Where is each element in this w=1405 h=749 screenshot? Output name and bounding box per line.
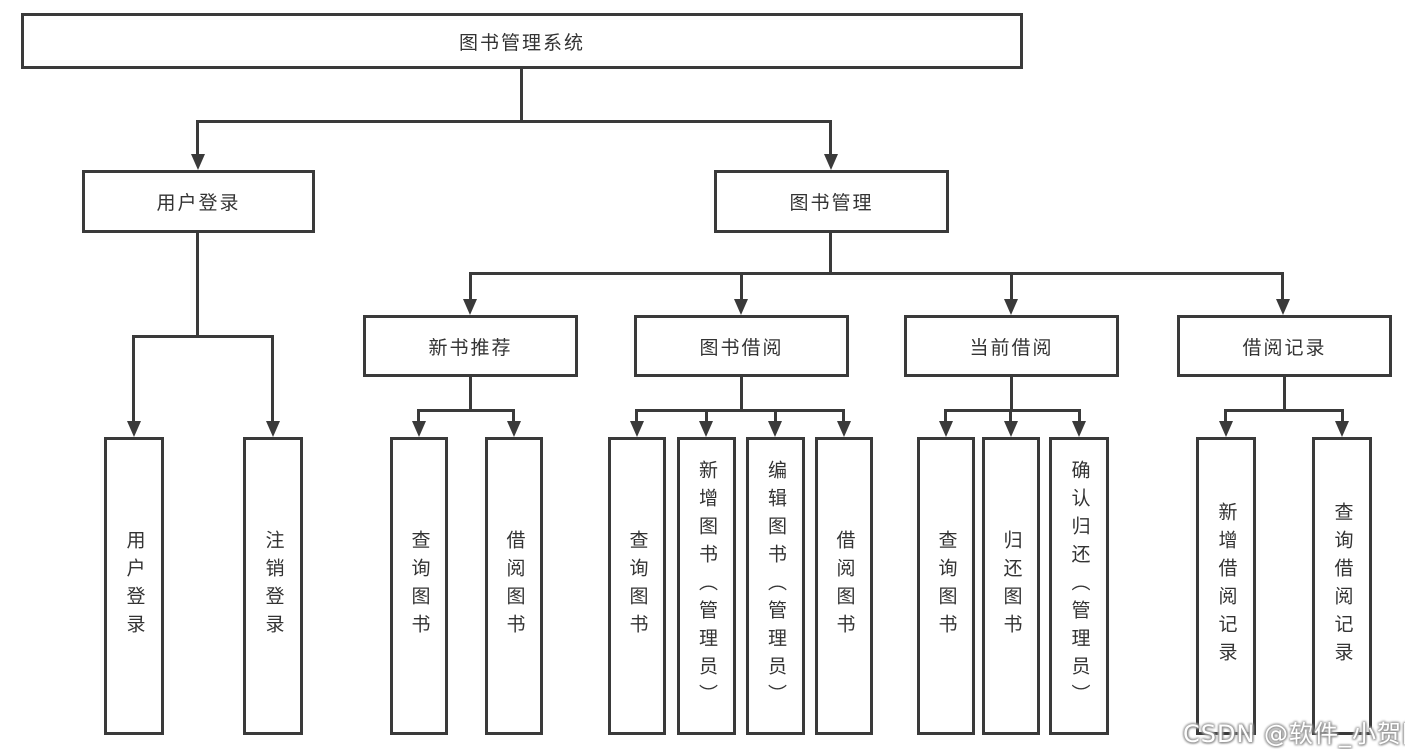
leaf-query-books-recommend: 查询图书 [390, 437, 448, 735]
node-label: 图书管理 [789, 192, 874, 214]
connector-line [196, 120, 199, 154]
leaf-return-books: 归还图书 [982, 437, 1040, 735]
connector-line [1078, 409, 1081, 421]
node-label: 图书借阅 [699, 336, 784, 359]
connector-line [705, 409, 708, 421]
connector-line [1225, 409, 1343, 412]
leaf-query-books-current: 查询图书 [917, 437, 975, 735]
arrowhead [191, 154, 205, 170]
connector-line [469, 272, 472, 299]
connector-line [418, 409, 515, 412]
connector-line [132, 335, 135, 421]
connector-line [197, 120, 831, 123]
node-label: 借阅记录 [1242, 336, 1327, 359]
connector-line [635, 409, 638, 421]
connector-line [1341, 409, 1344, 421]
node-label: 归还图书 [1000, 530, 1023, 642]
node-label: 注销登录 [262, 530, 285, 642]
arrowhead [837, 421, 851, 437]
connector-line [1224, 409, 1227, 421]
node-label: 查询图书 [408, 530, 431, 642]
connector-line [469, 272, 1284, 275]
connector-line [636, 409, 844, 412]
connector-line [1009, 409, 1012, 421]
node-user-login-branch: 用户登录 [82, 170, 315, 233]
leaf-query-borrow-record: 查询借阅记录 [1312, 437, 1372, 735]
connector-line [829, 120, 832, 154]
connector-line [196, 233, 199, 335]
arrowhead [699, 421, 713, 437]
arrowhead [1004, 299, 1018, 315]
connector-line [829, 233, 832, 272]
connector-line [944, 409, 947, 421]
node-label: 确认归还（管理员） [1068, 460, 1091, 712]
arrowhead [1335, 421, 1349, 437]
arrowhead [630, 421, 644, 437]
leaf-user-login: 用户登录 [104, 437, 164, 735]
node-book-management-branch: 图书管理 [714, 170, 949, 233]
arrowhead [939, 421, 953, 437]
leaf-query-books-borrowing: 查询图书 [608, 437, 666, 735]
connector-line [469, 377, 472, 409]
arrowhead [127, 421, 141, 437]
node-label: 借阅图书 [833, 530, 856, 642]
connector-line [520, 69, 523, 120]
node-label: 编辑图书（管理员） [765, 460, 787, 712]
leaf-add-borrow-record: 新增借阅记录 [1196, 437, 1256, 735]
leaf-borrow-books: 借阅图书 [815, 437, 873, 735]
arrowhead [1004, 421, 1018, 437]
connector-line [740, 272, 743, 299]
connector-line [1010, 377, 1013, 409]
arrowhead [1276, 299, 1290, 315]
connector-line [1281, 272, 1284, 299]
csdn-watermark: CSDN @软件_小贺同学 [1183, 720, 1405, 748]
node-book-borrowing: 图书借阅 [634, 315, 849, 377]
leaf-confirm-return-admin: 确认归还（管理员） [1049, 437, 1109, 735]
connector-line [512, 409, 515, 421]
arrowhead [768, 421, 782, 437]
node-label: 当前借阅 [969, 336, 1054, 359]
leaf-logout: 注销登录 [243, 437, 303, 735]
arrowhead [412, 421, 426, 437]
arrowhead [734, 299, 748, 315]
connector-line [774, 409, 777, 421]
arrowhead [824, 154, 838, 170]
leaf-add-book-admin: 新增图书（管理员） [677, 437, 736, 735]
node-label: 借阅图书 [503, 530, 526, 642]
node-label: 用户登录 [156, 192, 241, 214]
leaf-borrow-books-recommend: 借阅图书 [485, 437, 543, 735]
arrowhead [1219, 421, 1233, 437]
arrowhead [507, 421, 521, 437]
arrowhead [1072, 421, 1086, 437]
node-label: 图书管理系统 [458, 31, 585, 54]
connector-line [271, 335, 274, 421]
node-label: 用户登录 [123, 530, 146, 642]
node-label: 查询图书 [626, 530, 649, 642]
arrowhead [266, 421, 280, 437]
connector-line [133, 335, 274, 338]
connector-line [417, 409, 420, 421]
leaf-edit-book-admin: 编辑图书（管理员） [746, 437, 805, 735]
node-library-management-system: 图书管理系统 [21, 13, 1023, 69]
connector-line [945, 409, 1080, 412]
node-label: 新增图书（管理员） [696, 460, 718, 712]
node-label: 查询图书 [935, 530, 958, 642]
node-new-book-recommendation: 新书推荐 [363, 315, 578, 377]
connector-line [1010, 272, 1013, 299]
node-current-borrowing: 当前借阅 [904, 315, 1119, 377]
arrowhead [463, 299, 477, 315]
connector-line [842, 409, 845, 421]
node-borrowing-records: 借阅记录 [1177, 315, 1392, 377]
node-label: 查询借阅记录 [1331, 502, 1354, 670]
node-label: 新增借阅记录 [1215, 502, 1238, 670]
connector-line [1283, 377, 1286, 409]
node-label: 新书推荐 [428, 336, 513, 359]
connector-line [740, 377, 743, 409]
